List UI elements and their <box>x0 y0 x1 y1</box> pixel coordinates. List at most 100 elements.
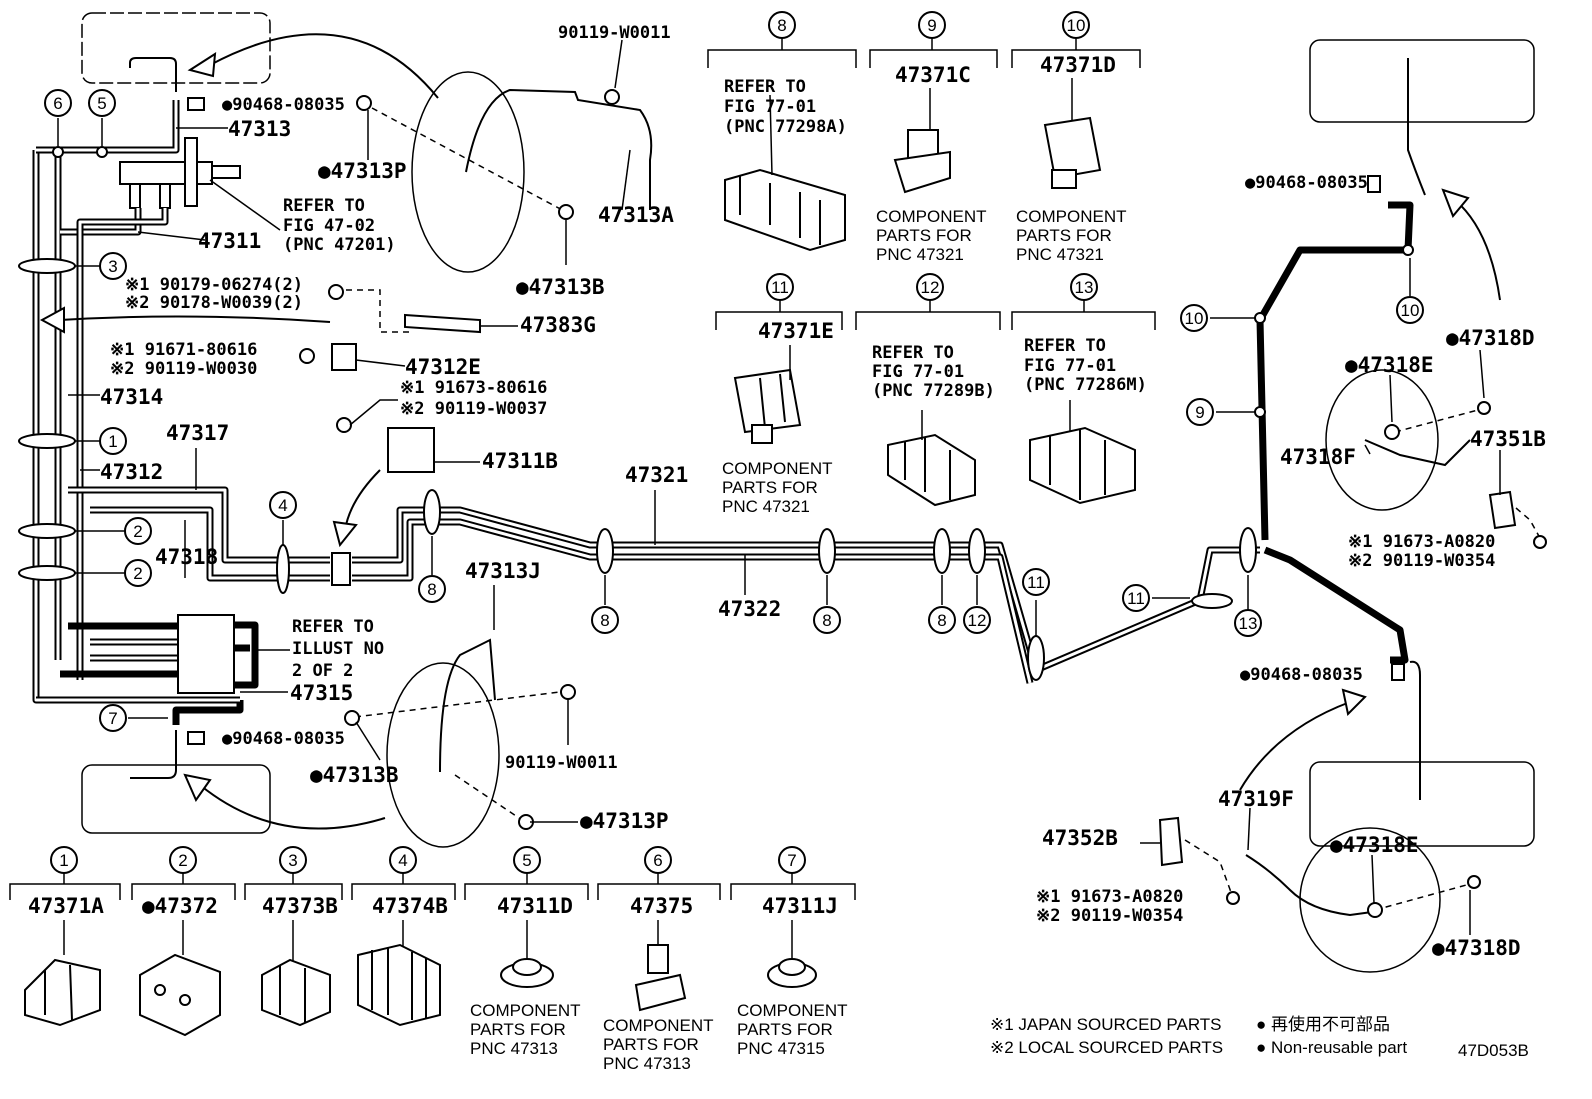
svg-text:※2 90119-W0354: ※2 90119-W0354 <box>1348 551 1495 571</box>
callout-1: 1 <box>50 846 78 874</box>
clip-47371E <box>733 368 802 444</box>
svg-text:PARTS FOR: PARTS FOR <box>876 226 972 245</box>
clip-77298A <box>724 168 846 252</box>
callout-8: 8 <box>928 606 956 634</box>
svg-text:FIG 77-01: FIG 77-01 <box>724 97 816 117</box>
label-47318D-b: ●47318D <box>1432 936 1521 960</box>
svg-text:※2 90119-W0354: ※2 90119-W0354 <box>1036 906 1183 926</box>
callout-4: 4 <box>389 846 417 874</box>
label-47311J: 47311J <box>762 894 838 918</box>
assembly-arrow-bottom-right <box>1239 701 1351 791</box>
svg-text:5: 5 <box>97 94 106 113</box>
svg-text:PNC 47321: PNC 47321 <box>1016 245 1104 264</box>
svg-text:PNC 47313: PNC 47313 <box>470 1039 558 1058</box>
callout-8: 8 <box>768 11 796 39</box>
clip-47374B <box>357 943 441 1027</box>
grommet-47311D <box>500 958 554 988</box>
label-47313J: 47313J <box>465 559 541 583</box>
callout-5: 5 <box>513 846 541 874</box>
label-47313P-b: ●47313P <box>580 809 669 833</box>
callout-6: 6 <box>644 846 672 874</box>
svg-text:※1 91671-80616: ※1 91671-80616 <box>110 340 257 360</box>
legend-nonreuse-jp: ● 再使用不可部品 <box>1256 1014 1390 1034</box>
label-47319F: 47319F <box>1218 787 1294 811</box>
label-47374B: 47374B <box>372 894 448 918</box>
svg-text:(PNC 77286M): (PNC 77286M) <box>1024 375 1147 395</box>
callout-13: 13 <box>1070 273 1098 301</box>
label-90468-08035-b: ●90468-08035 <box>222 729 345 749</box>
label-47315: 47315 <box>290 681 353 705</box>
label-47318F: 47318F <box>1280 445 1356 469</box>
callout-3: 3 <box>99 252 127 280</box>
label-90119-W0011-bot: 90119-W0011 <box>505 753 618 773</box>
clip-47371A <box>24 958 101 1027</box>
label-47383G: 47383G <box>520 313 596 337</box>
label-47312: 47312 <box>100 460 163 484</box>
label-47318E-b: ●47318E <box>1330 833 1419 857</box>
svg-text:COMPONENT: COMPONENT <box>470 1001 581 1020</box>
svg-text:13: 13 <box>1075 278 1094 297</box>
label-47313: 47313 <box>228 117 291 141</box>
label-47351B: 47351B <box>1470 427 1546 451</box>
assembly-arrow-right <box>1454 199 1501 301</box>
svg-text:(PNC 77289B): (PNC 77289B) <box>872 381 995 401</box>
svg-text:12: 12 <box>968 611 987 630</box>
assembly-arrow-bottom-left <box>199 784 386 830</box>
callouts: 6 5 3 1 2 2 4 7 8 8 8 8 12 11 11 13 10 9… <box>44 11 1424 874</box>
clip-47372 <box>139 953 221 1037</box>
svg-text:※1 91673-A0820: ※1 91673-A0820 <box>1036 887 1183 907</box>
callout-13: 13 <box>1234 609 1262 637</box>
label-47371D: 47371D <box>1040 53 1116 77</box>
callout-12: 12 <box>916 273 944 301</box>
svg-text:7: 7 <box>108 709 117 728</box>
svg-text:8: 8 <box>427 580 436 599</box>
svg-text:3: 3 <box>108 257 117 276</box>
svg-text:PNC 47313: PNC 47313 <box>603 1054 691 1073</box>
svg-text:9: 9 <box>1195 403 1204 422</box>
callout-12: 12 <box>963 606 991 634</box>
callout-8: 8 <box>418 575 446 603</box>
svg-text:11: 11 <box>1127 589 1145 608</box>
label-47318: 47318 <box>155 545 218 569</box>
label-47371E: 47371E <box>758 319 834 343</box>
callout-7: 7 <box>99 704 127 732</box>
callout-8: 8 <box>591 606 619 634</box>
label-47313A: 47313A <box>598 203 674 227</box>
svg-text:REFER TO: REFER TO <box>283 196 365 216</box>
svg-text:PARTS FOR: PARTS FOR <box>722 478 818 497</box>
label-47322: 47322 <box>718 597 781 621</box>
label-47314: 47314 <box>100 385 163 409</box>
grommet-47311J <box>767 958 817 988</box>
svg-text:13: 13 <box>1239 614 1258 633</box>
svg-text:REFER TO: REFER TO <box>872 343 954 363</box>
label-47371C: 47371C <box>895 63 971 87</box>
svg-text:※1 91673-A0820: ※1 91673-A0820 <box>1348 532 1495 552</box>
svg-text:COMPONENT: COMPONENT <box>603 1016 714 1035</box>
label-47373B: 47373B <box>262 894 338 918</box>
svg-text:3: 3 <box>288 851 297 870</box>
label-90468-08035-c: ●90468-08035 <box>1245 173 1368 193</box>
clip-47373B <box>261 958 331 1027</box>
svg-text:REFER TO: REFER TO <box>724 77 806 97</box>
svg-text:6: 6 <box>53 94 62 113</box>
label-47311B: 47311B <box>482 449 558 473</box>
svg-text:1: 1 <box>59 851 68 870</box>
label-47318D-a: ●47318D <box>1446 326 1535 350</box>
svg-text:8: 8 <box>937 611 946 630</box>
legend-local: ※2 LOCAL SOURCED PARTS <box>990 1038 1223 1057</box>
callout-8: 8 <box>813 606 841 634</box>
svg-text:11: 11 <box>1027 573 1045 592</box>
svg-text:PARTS FOR: PARTS FOR <box>1016 226 1112 245</box>
label-47372: ●47372 <box>142 894 218 918</box>
svg-text:2 OF 2: 2 OF 2 <box>292 661 353 681</box>
callout-3: 3 <box>279 846 307 874</box>
proportioning-valve <box>177 614 235 694</box>
callout-6: 6 <box>44 89 72 117</box>
svg-text:8: 8 <box>777 16 786 35</box>
svg-text:8: 8 <box>822 611 831 630</box>
svg-text:※2 90178-W0039(2): ※2 90178-W0039(2) <box>125 293 303 313</box>
callout-4: 4 <box>269 491 297 519</box>
label-47375: 47375 <box>630 894 693 918</box>
svg-text:COMPONENT: COMPONENT <box>1016 207 1127 226</box>
